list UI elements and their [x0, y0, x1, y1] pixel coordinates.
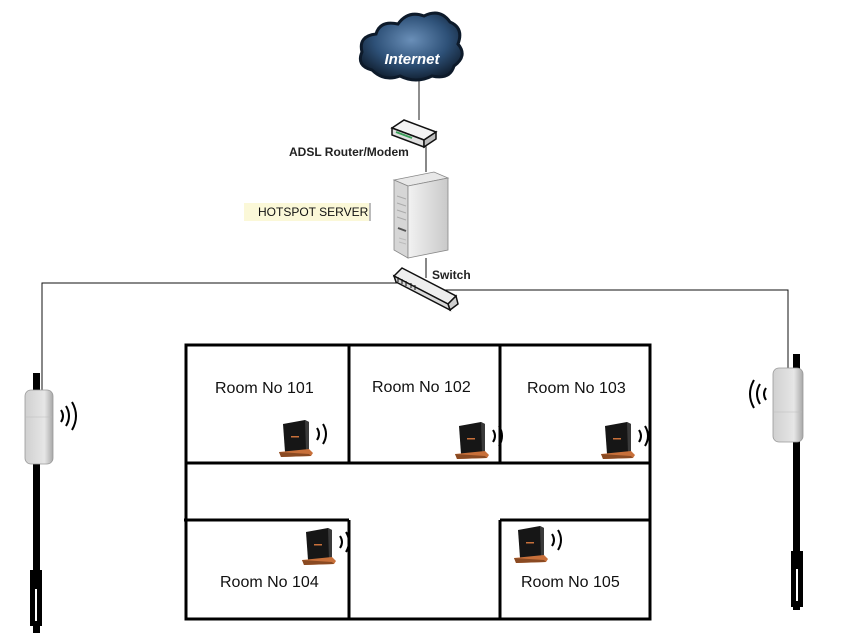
room-104[interactable]: Room No 104 — [220, 527, 350, 591]
internet-label: Internet — [384, 51, 440, 68]
cloud-icon — [358, 11, 464, 82]
modem-icon — [390, 119, 438, 149]
access-point-icon — [24, 389, 54, 465]
access-point-icon — [772, 367, 804, 443]
access-point-left[interactable] — [24, 373, 77, 633]
room-label: Room No 103 — [527, 380, 626, 397]
wifi-router-icon — [513, 525, 562, 564]
modem-label: ADSL Router/Modem — [289, 145, 409, 159]
internet-cloud[interactable]: Internet — [358, 11, 464, 82]
switch-icon — [392, 267, 459, 312]
ap-pole-left — [33, 373, 40, 633]
wifi-signal-icon — [749, 379, 767, 409]
switch-right-ap-link — [430, 289, 789, 372]
floor-plan — [184, 343, 652, 621]
access-point-right[interactable] — [749, 354, 804, 610]
room-label: Room No 104 — [220, 574, 319, 591]
room-label: Room No 102 — [372, 379, 471, 396]
server-icon — [392, 171, 450, 259]
room-label: Room No 101 — [215, 380, 314, 397]
floor-outline — [184, 343, 652, 621]
server-label-bg — [244, 203, 370, 221]
wifi-router-icon — [278, 419, 327, 458]
connection-lines — [41, 80, 789, 392]
wifi-router-icon — [454, 421, 503, 460]
ap-pole-right — [793, 354, 800, 610]
switch-left-ap-link — [41, 282, 400, 392]
wifi-signal-icon — [60, 401, 77, 431]
network-switch[interactable]: Switch — [392, 267, 471, 312]
wifi-router-icon — [301, 527, 350, 566]
room-103[interactable]: Room No 103 — [527, 380, 649, 460]
room-label: Room No 105 — [521, 574, 620, 591]
room-101[interactable]: Room No 101 — [215, 380, 327, 458]
hotspot-server[interactable]: HOTSPOT SERVER — [244, 171, 450, 259]
server-label: HOTSPOT SERVER — [258, 205, 369, 219]
switch-label: Switch — [432, 268, 471, 282]
room-105[interactable]: Room No 105 — [513, 525, 620, 591]
adsl-modem[interactable]: ADSL Router/Modem — [289, 119, 438, 159]
wifi-router-icon — [600, 421, 649, 460]
room-102[interactable]: Room No 102 — [372, 379, 503, 460]
